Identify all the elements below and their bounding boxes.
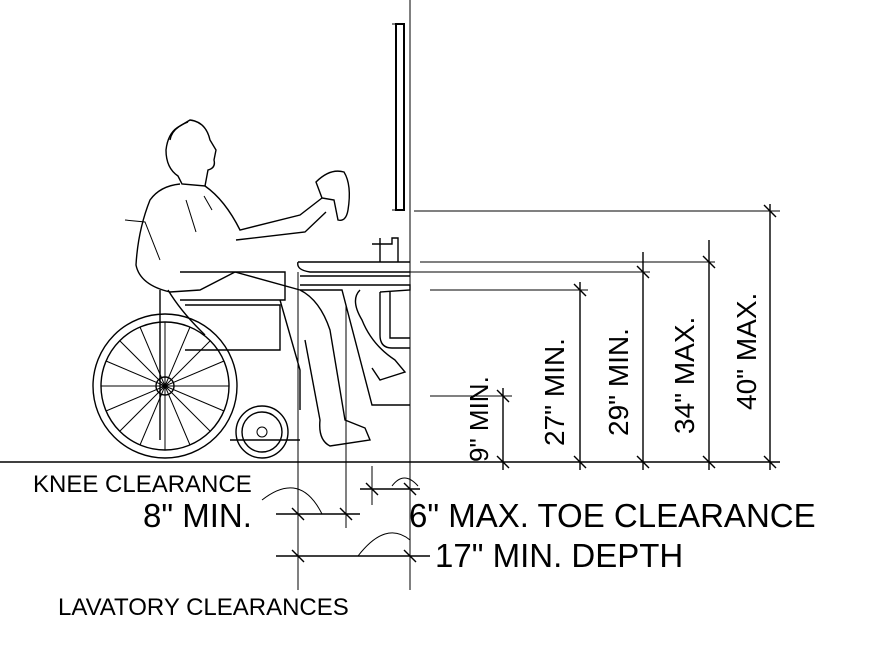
wheelchair	[92, 219, 301, 459]
knee-min-label: 8" MIN.	[143, 497, 252, 534]
knee-apron-line	[300, 289, 410, 406]
height-label-9-min: 9" MIN.	[464, 376, 494, 462]
caption: LAVATORY CLEARANCES	[58, 594, 349, 621]
height-label-29-min: 29" MIN.	[603, 328, 634, 436]
height-dimensions	[356, 204, 780, 470]
height-label-40-max: 40" MAX.	[731, 293, 762, 410]
height-label-34-max: 34" MAX.	[669, 317, 700, 434]
lavatory-sink	[297, 237, 411, 381]
mirror	[392, 23, 405, 211]
height-label-27-min: 27" MIN.	[539, 338, 570, 446]
seated-person	[135, 119, 371, 447]
knee-clearance-label: KNEE CLEARANCE	[33, 471, 252, 498]
depth-label: 17" MIN. DEPTH	[435, 537, 683, 574]
toe-clearance-label: 6" MAX. TOE CLEARANCE	[409, 497, 816, 534]
depth-dimensions	[261, 272, 430, 590]
